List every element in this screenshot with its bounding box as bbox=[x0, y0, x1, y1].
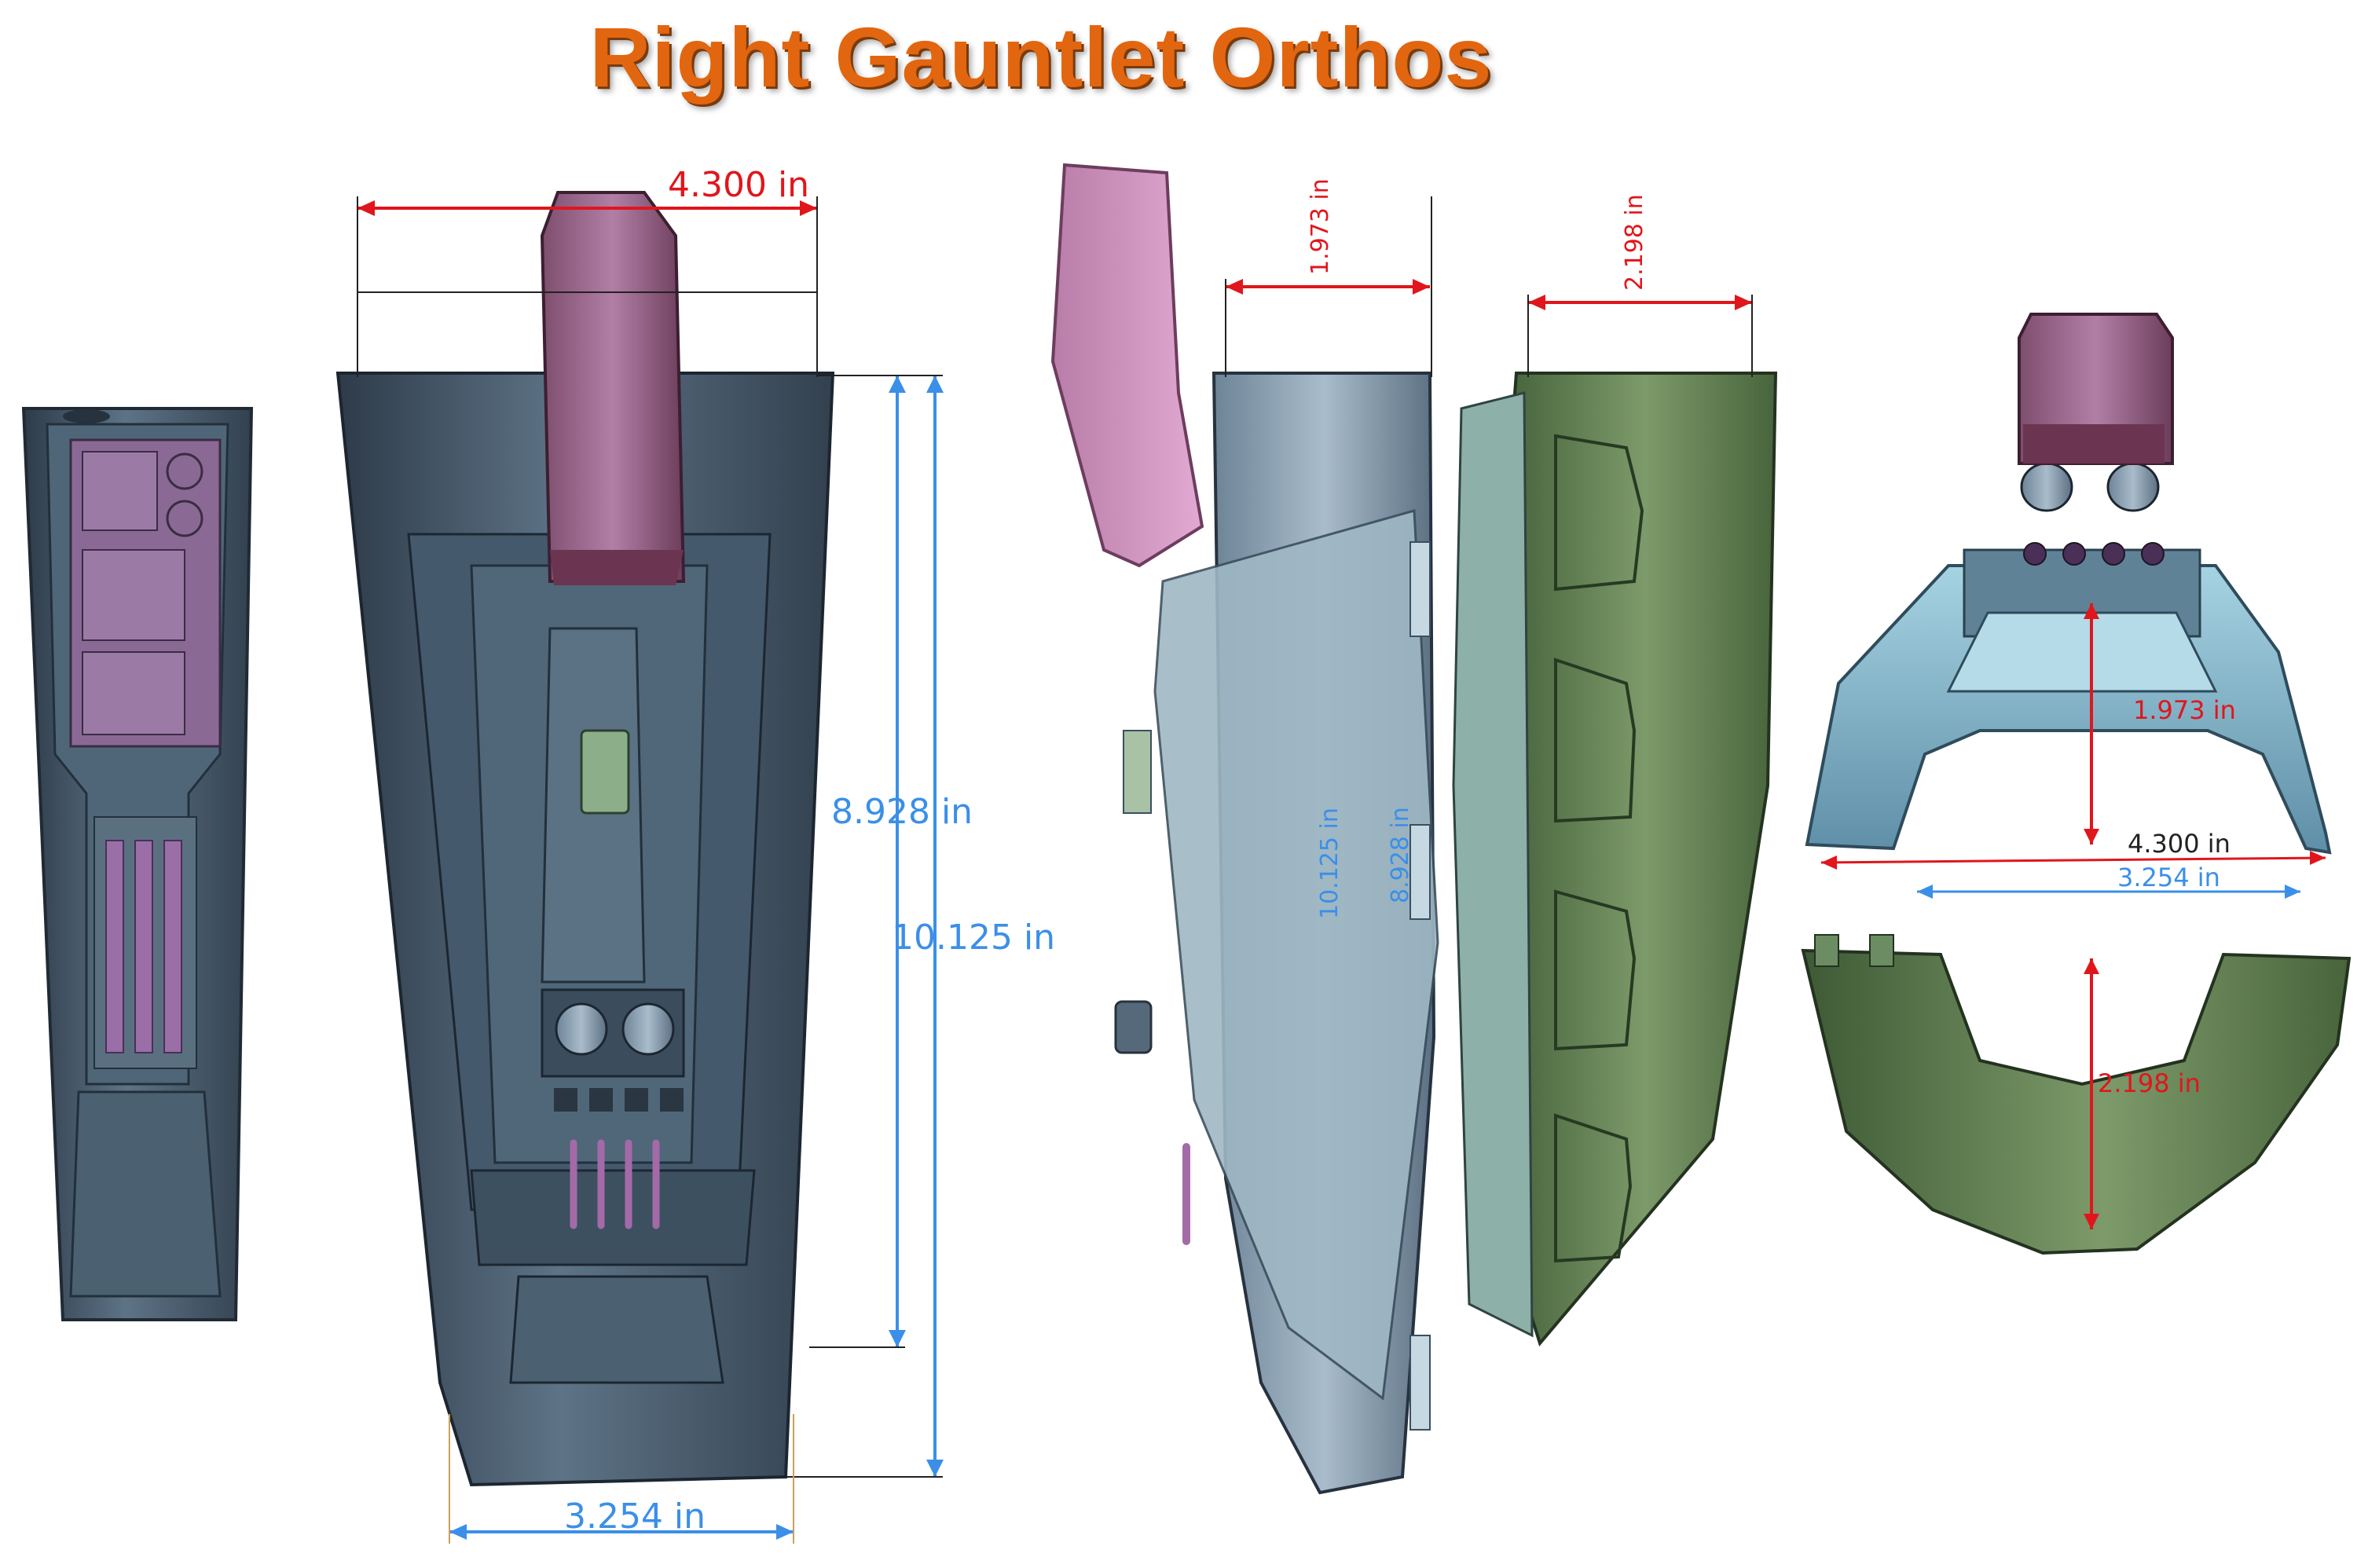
end-view bbox=[1801, 313, 2352, 1255]
side-dimensions: 1.973 in 2.198 in 10.125 in 8.928 in bbox=[1225, 178, 1753, 919]
side-view bbox=[1050, 163, 1778, 1495]
front-height-inner-label: 8.928 in bbox=[831, 792, 973, 832]
end-upper-depth-label: 1.973 in bbox=[2133, 695, 2236, 725]
diagram-title: Right Gauntlet Orthos bbox=[589, 9, 1493, 104]
end-width-top-label: 4.300 in bbox=[2128, 829, 2231, 859]
side-depth-b-label: 2.198 in bbox=[1621, 194, 1648, 291]
side-height-outer-label: 10.125 in bbox=[1316, 808, 1343, 919]
side-depth-a-label: 1.973 in bbox=[1307, 178, 1334, 275]
front-height-outer-label: 10.125 in bbox=[892, 918, 1055, 958]
end-dimensions: 1.973 in 4.300 in 3.254 in 2.198 in bbox=[1820, 603, 2326, 1229]
edge-view bbox=[21, 407, 254, 1321]
side-height-inner-label: 8.928 in bbox=[1387, 807, 1414, 903]
end-width-bottom-label: 3.254 in bbox=[2117, 863, 2220, 892]
front-width-top-label: 4.300 in bbox=[668, 165, 809, 205]
front-dimensions: 4.300 in 8.928 in 10.125 in 3.254 in bbox=[357, 165, 1055, 1544]
front-width-bottom-label: 3.254 in bbox=[564, 1497, 706, 1537]
end-lower-depth-label: 2.198 in bbox=[2098, 1068, 2201, 1098]
front-view bbox=[335, 191, 835, 1487]
